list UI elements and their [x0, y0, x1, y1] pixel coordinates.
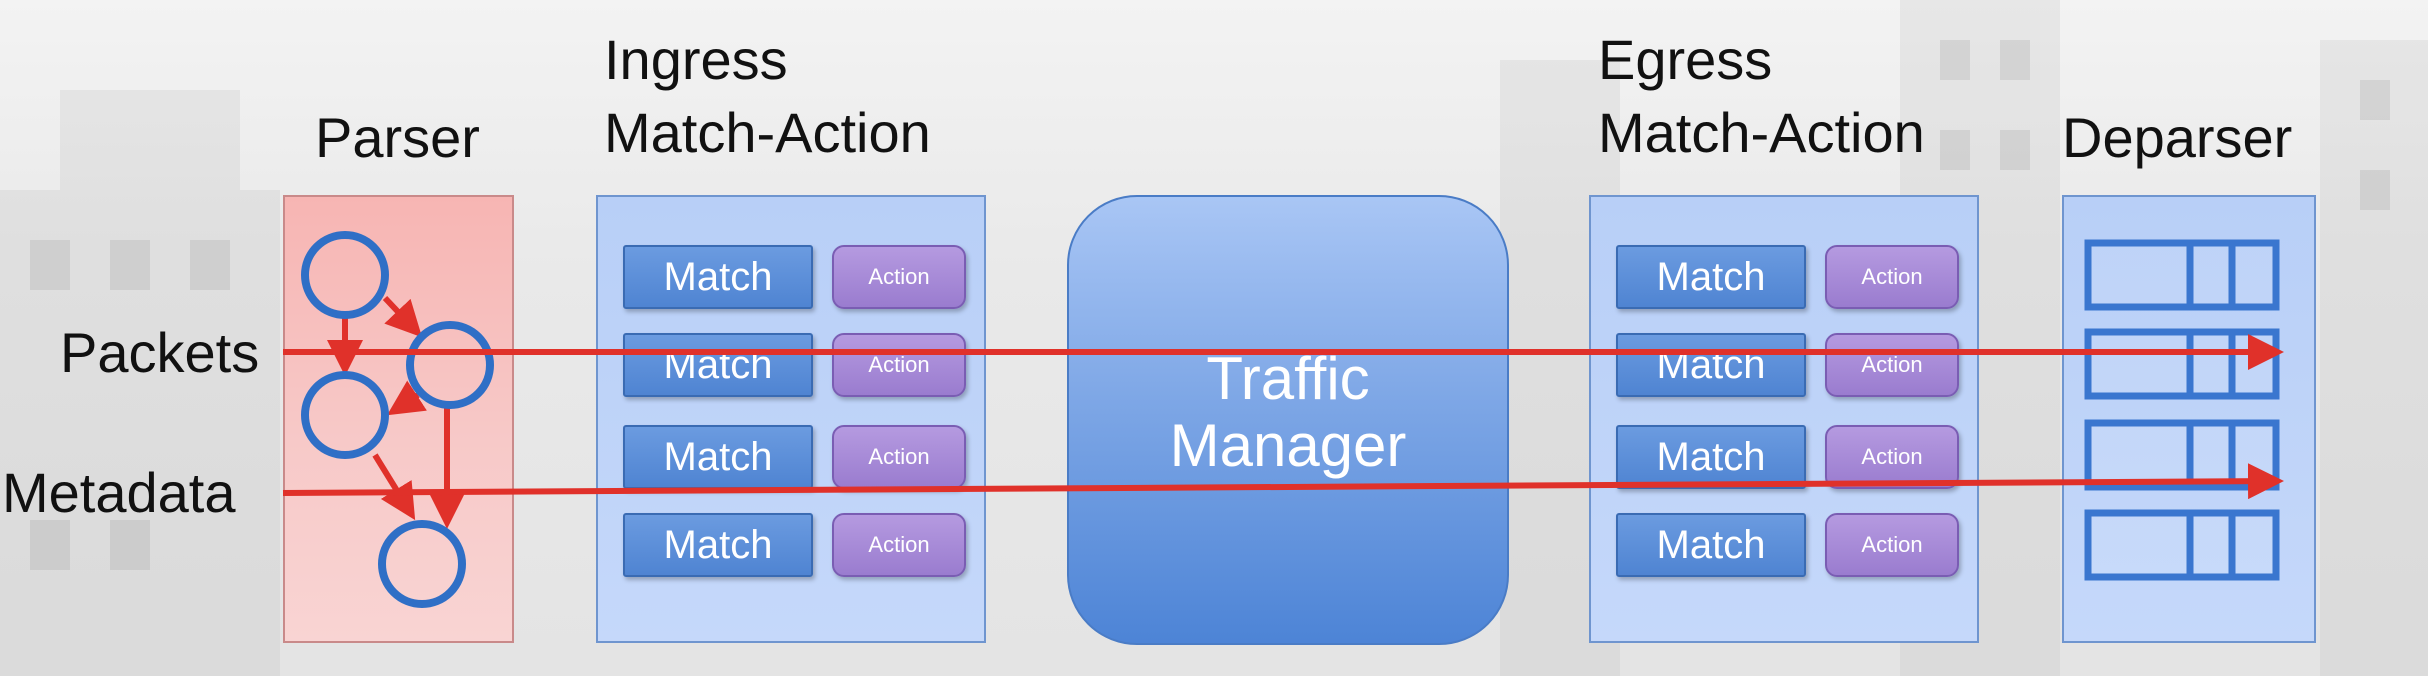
traffic-manager-line2: Manager	[1169, 412, 1407, 480]
deparser-buffer-4	[2084, 509, 2280, 581]
egress-action-2: Action	[1825, 333, 1959, 397]
parse-node-4	[378, 520, 466, 608]
parse-edge-1-2	[382, 295, 423, 338]
deparser-title: Deparser	[2062, 106, 2293, 169]
egress-title-line1: Egress	[1598, 28, 1773, 91]
egress-title-line2: Match-Action	[1598, 101, 1925, 164]
egress-action-1: Action	[1825, 245, 1959, 309]
deparser-buffer-2	[2084, 328, 2280, 400]
ingress-match-action-stage: Match Action Match Action Match Action M…	[596, 195, 986, 643]
ingress-action-1: Action	[832, 245, 966, 309]
ingress-match-1: Match	[623, 245, 813, 309]
traffic-manager-line1: Traffic	[1206, 345, 1370, 412]
egress-match-4: Match	[1616, 513, 1806, 577]
parse-node-2	[406, 321, 494, 409]
ingress-title-line2: Match-Action	[604, 101, 931, 164]
ingress-action-4: Action	[832, 513, 966, 577]
parse-node-1	[301, 231, 389, 319]
traffic-manager-block	[1067, 195, 1509, 645]
parse-node-3	[301, 371, 389, 459]
egress-action-4: Action	[1825, 513, 1959, 577]
traffic-manager-label: Traffic Manager	[1067, 345, 1509, 479]
ingress-match-2: Match	[623, 333, 813, 397]
metadata-flow-arrow	[282, 463, 2284, 500]
metadata-label: Metadata	[2, 461, 236, 524]
parser-title: Parser	[315, 106, 480, 169]
parser-stage	[283, 195, 514, 643]
ingress-title-line1: Ingress	[604, 28, 788, 91]
egress-match-3: Match	[1616, 425, 1806, 489]
parse-edge-3-4	[372, 453, 416, 521]
ingress-match-4: Match	[623, 513, 813, 577]
egress-action-3: Action	[1825, 425, 1959, 489]
ingress-match-3: Match	[623, 425, 813, 489]
ingress-action-2: Action	[832, 333, 966, 397]
packets-label: Packets	[60, 321, 260, 384]
deparser-buffer-1	[2084, 239, 2280, 311]
parse-edge-2-3	[386, 380, 427, 416]
egress-match-1: Match	[1616, 245, 1806, 309]
deparser-buffer-3	[2084, 419, 2280, 491]
egress-match-action-stage: Match Action Match Action Match Action M…	[1589, 195, 1979, 643]
ingress-action-3: Action	[832, 425, 966, 489]
